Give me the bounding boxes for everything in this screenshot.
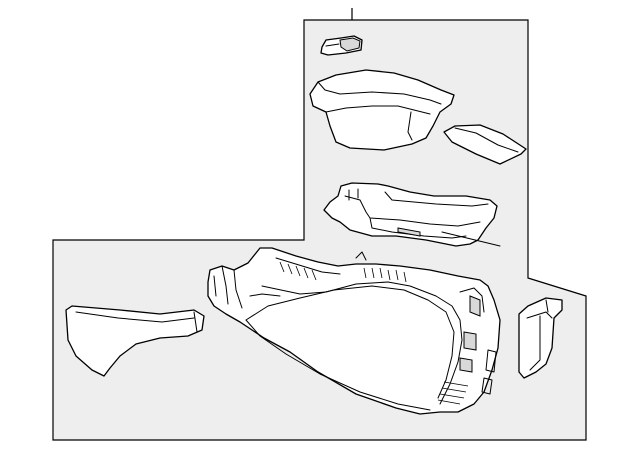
side-trim-panel[interactable] <box>65 305 205 377</box>
console-body[interactable] <box>207 247 501 415</box>
end-cap-bracket[interactable] <box>518 297 563 379</box>
storage-tray[interactable] <box>323 182 501 247</box>
armrest-latch-button[interactable] <box>320 35 363 56</box>
lid-liner-mat[interactable] <box>443 124 527 165</box>
armrest-lid[interactable] <box>309 69 455 151</box>
